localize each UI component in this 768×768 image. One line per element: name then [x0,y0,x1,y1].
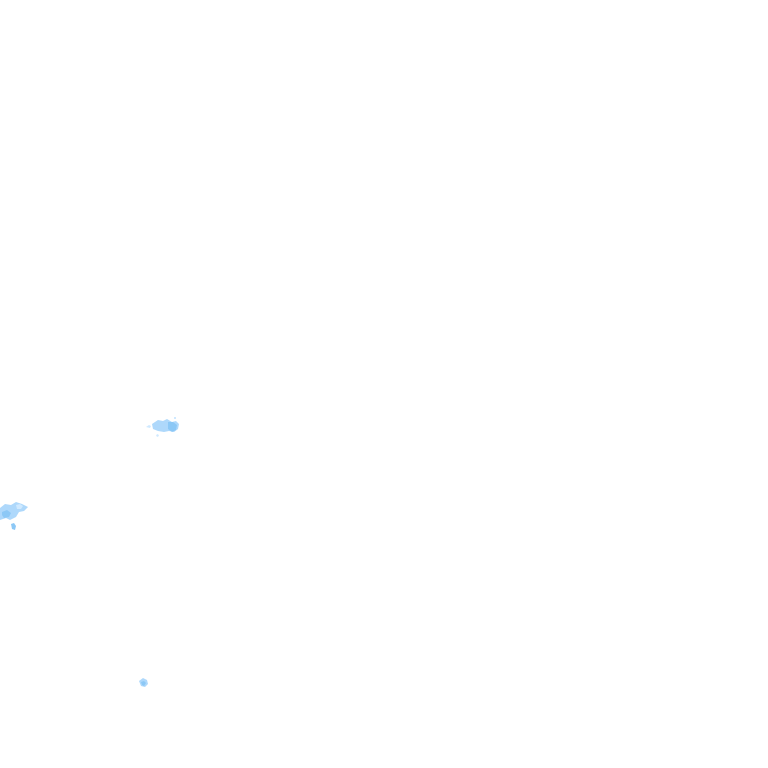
water-patch-upper [146,417,179,437]
water-patch-lower [139,678,148,687]
water-patch-left-edge [0,502,28,530]
